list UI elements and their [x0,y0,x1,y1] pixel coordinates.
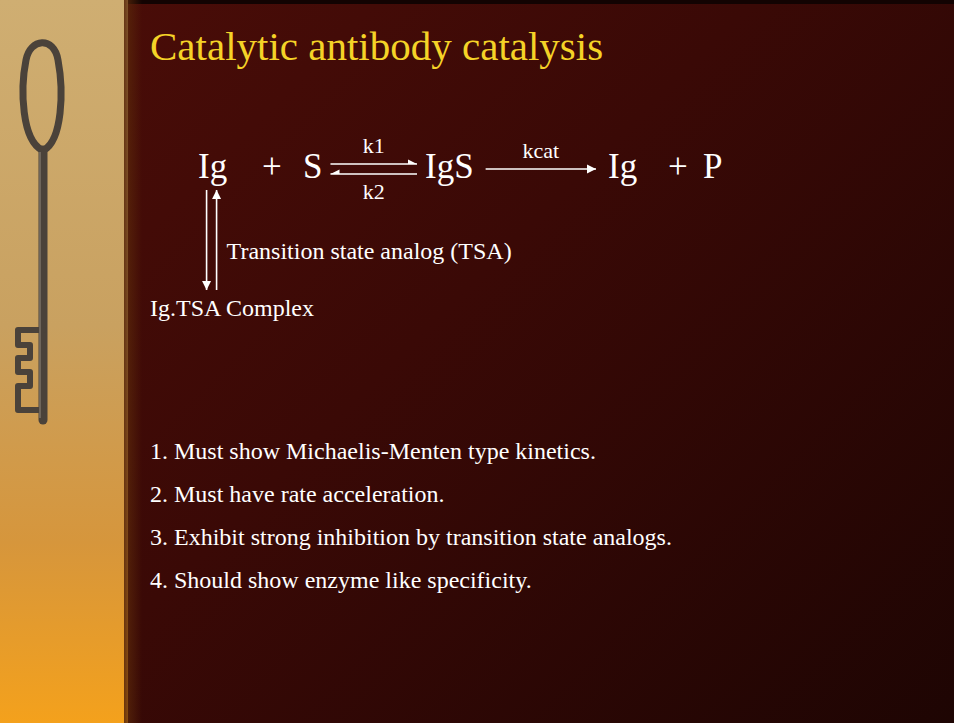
slide-title: Catalytic antibody catalysis [150,22,603,70]
arrow-head [587,165,596,174]
criterion-item: 4. Should show enzyme like specificity. [150,566,532,595]
reaction-arrow [206,190,208,290]
criterion-item: 3. Exhibit strong inhibition by transiti… [150,523,672,552]
term-text: S [303,146,322,188]
reaction-arrow [486,168,596,170]
rate-constant: k2 [363,180,385,204]
term-text: Ig [608,146,637,188]
arrow-head [212,190,221,199]
reaction-arrow [330,163,417,165]
reaction-arrow [330,173,417,175]
rate-constant: k1 [363,134,385,158]
key-illustration [0,0,128,723]
strip-shadow [124,0,142,723]
top-border [0,0,954,4]
complex-label: Ig.TSA Complex [150,294,314,323]
species-term: Ig [198,146,227,188]
arrow-head [202,281,211,290]
criterion-item: 2. Must have rate acceleration. [150,480,445,509]
term-text: Ig.TSA Complex [150,294,314,323]
arrow-head [408,160,417,165]
plus-sign: + [262,146,282,188]
term-text: IgS [425,146,474,188]
criterion-item: 1. Must show Michaelis-Menten type kinet… [150,437,596,466]
species-term: S [303,146,322,188]
species-term: P [703,146,722,188]
arrow-head [330,170,339,175]
term-text: Ig [198,146,227,188]
species-term: IgS [425,146,474,188]
species-term: Ig [608,146,637,188]
plus-sign: + [668,146,688,188]
reaction-arrow [216,190,218,290]
term-text: P [703,146,722,188]
rate-constant: Transition state analog (TSA) [227,238,512,264]
rate-constant: kcat [522,139,559,163]
